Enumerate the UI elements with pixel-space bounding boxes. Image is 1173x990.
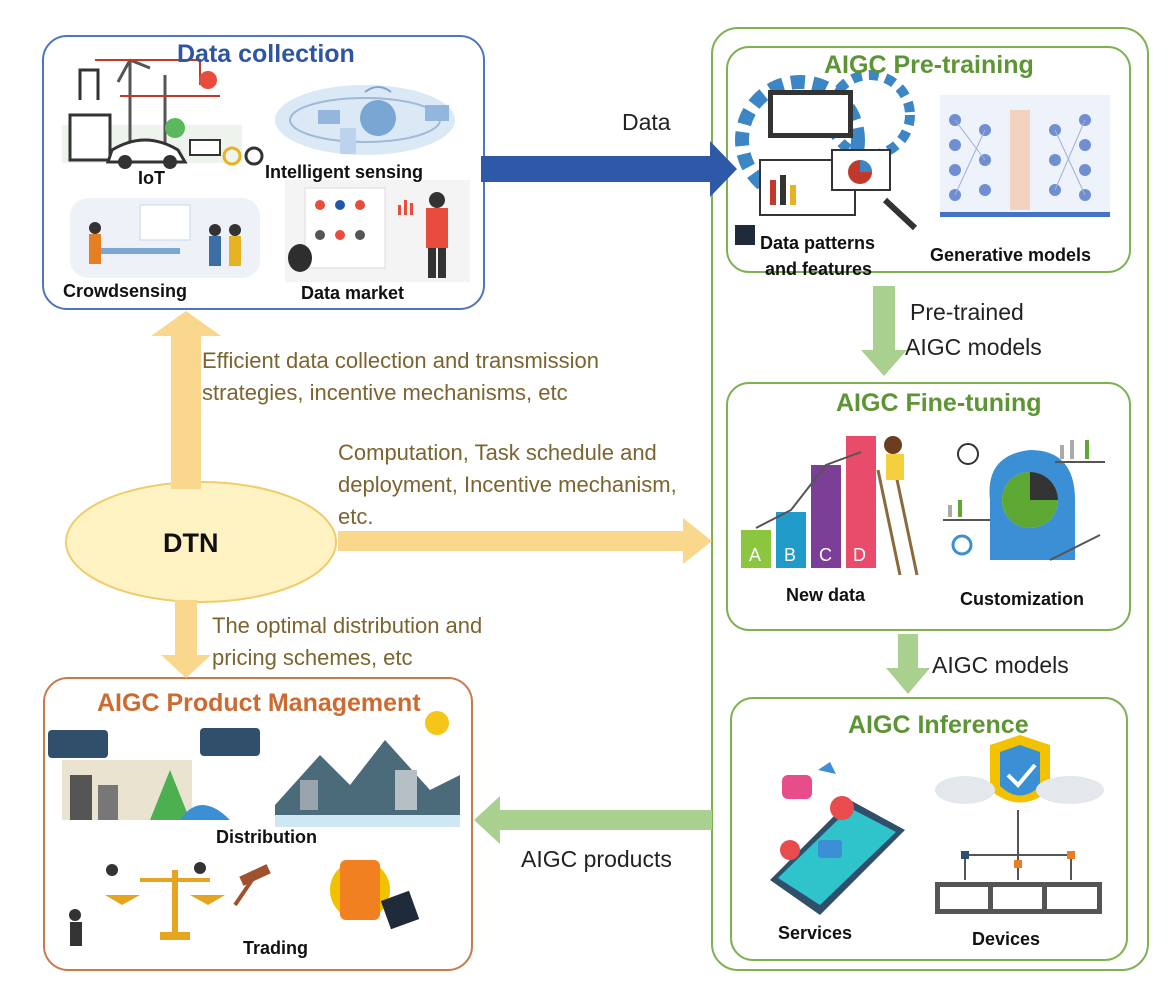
collection-note-line2: strategies, incentive mechanisms, etc (202, 380, 568, 405)
data-collection-title: Data collection (177, 40, 355, 68)
devices-illustration (935, 735, 1104, 914)
generative-models-illustration (940, 95, 1110, 217)
customization-illustration (943, 440, 1105, 561)
arrow-dtn-to-product (161, 600, 211, 678)
dtn-label: DTN (163, 528, 219, 558)
devices-label: Devices (972, 929, 1041, 949)
bar-letter-c: C (819, 545, 832, 565)
distribution-note-line1: The optimal distribution and (212, 613, 483, 638)
services-label: Services (778, 923, 853, 943)
computation-note-line1: Computation, Task schedule and (338, 440, 657, 465)
data-arrow-label: Data (622, 109, 671, 135)
pretrained-label-line1: Pre-trained (910, 299, 1024, 325)
finetuning-box (726, 382, 1131, 631)
intelligent-sensing-label: Intelligent sensing (265, 162, 424, 182)
computation-note-line3: etc. (338, 504, 374, 529)
arrow-data-blue (481, 141, 737, 197)
distribution-note-line2: pricing schemes, etc (212, 645, 413, 670)
new-data-label: New data (786, 585, 866, 605)
crowdsensing-label: Crowdsensing (63, 281, 188, 301)
aigc-products-label: AIGC products (521, 846, 672, 872)
bar-letter-b: B (784, 545, 797, 565)
collection-note-line1: Efficient data collection and transmissi… (202, 348, 600, 373)
product-management-title: AIGC Product Management (97, 689, 421, 717)
bar-letter-a: A (749, 545, 762, 565)
arrow-dtn-to-collection (151, 311, 221, 489)
finetuning-title: AIGC Fine-tuning (836, 389, 1042, 417)
arrow-aigc-models-down (886, 634, 930, 694)
aigc-models-label: AIGC models (932, 652, 1069, 678)
computation-note-line2: deployment, Incentive mechanism, (338, 472, 677, 497)
trading-illustration (69, 860, 420, 946)
new-data-illustration (741, 436, 919, 576)
arrow-pretrained-down (861, 286, 907, 376)
bar-letter-d: D (853, 545, 866, 565)
iot-label: IoT (138, 168, 165, 188)
distribution-label: Distribution (216, 827, 317, 847)
data-market-illustration (285, 180, 470, 282)
data-patterns-illustration (735, 70, 918, 245)
services-illustration (770, 762, 905, 915)
intelligent-sensing-illustration (275, 85, 455, 155)
data-features-label: and features (765, 259, 873, 279)
iot-illustration (62, 58, 264, 169)
customization-label: Customization (960, 589, 1084, 609)
pretrained-label-line2: AIGC models (905, 334, 1042, 360)
data-market-label: Data market (301, 283, 405, 303)
trading-label: Trading (243, 938, 309, 958)
arrow-products-left (474, 796, 712, 844)
distribution-illustration (48, 711, 460, 827)
pretraining-title: AIGC Pre-training (824, 51, 1034, 79)
arrow-dtn-to-aigc (338, 518, 712, 564)
data-patterns-label: Data patterns (760, 233, 876, 253)
generative-models-label: Generative models (930, 245, 1092, 265)
inference-title: AIGC Inference (848, 711, 1029, 739)
crowdsensing-illustration (70, 198, 260, 278)
